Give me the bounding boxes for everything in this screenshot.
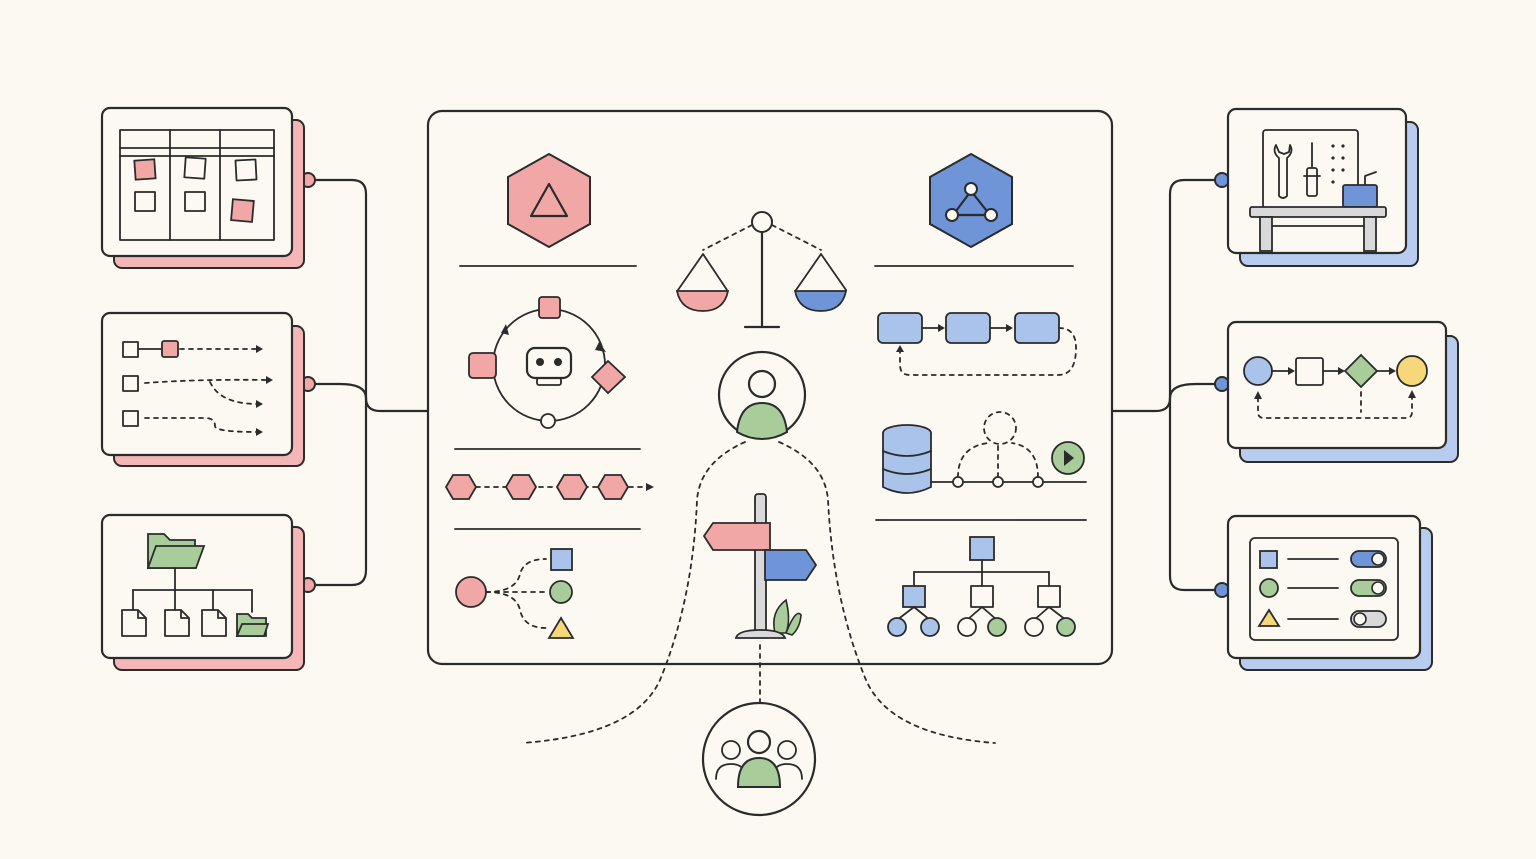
signpost-icon xyxy=(702,493,818,639)
left-card-kanban[interactable] xyxy=(100,106,305,269)
left-card-dependencies[interactable] xyxy=(100,311,305,467)
robot-face-icon xyxy=(525,346,573,386)
hexagon-chain-icon xyxy=(444,474,654,500)
tools-workbench-icon xyxy=(1249,129,1387,252)
dependency-list-icon xyxy=(122,340,273,436)
blue-hexagon-network-icon xyxy=(929,152,1013,249)
balance-scale-icon xyxy=(675,211,848,329)
right-card-toggles[interactable] xyxy=(1226,514,1433,671)
agent-cycle-icon xyxy=(468,296,627,429)
folder-tree-icon xyxy=(121,533,270,637)
branching-options-icon xyxy=(455,548,575,639)
database-flow-icon xyxy=(882,411,1087,494)
toggle-list-icon xyxy=(1249,537,1399,641)
pipeline-loop-icon xyxy=(877,312,1077,376)
hierarchy-tree-icon xyxy=(887,536,1076,637)
left-card-folder-tree[interactable] xyxy=(100,513,305,671)
user-avatar-icon[interactable] xyxy=(717,350,807,441)
flowchart-icon xyxy=(1243,353,1428,419)
red-hexagon-triangle-icon xyxy=(507,152,591,249)
decision-paths xyxy=(521,441,996,744)
kanban-board-icon xyxy=(119,129,275,241)
right-card-toolbench[interactable] xyxy=(1226,107,1419,267)
right-card-flowchart[interactable] xyxy=(1226,320,1459,463)
team-group-icon[interactable] xyxy=(701,701,817,817)
